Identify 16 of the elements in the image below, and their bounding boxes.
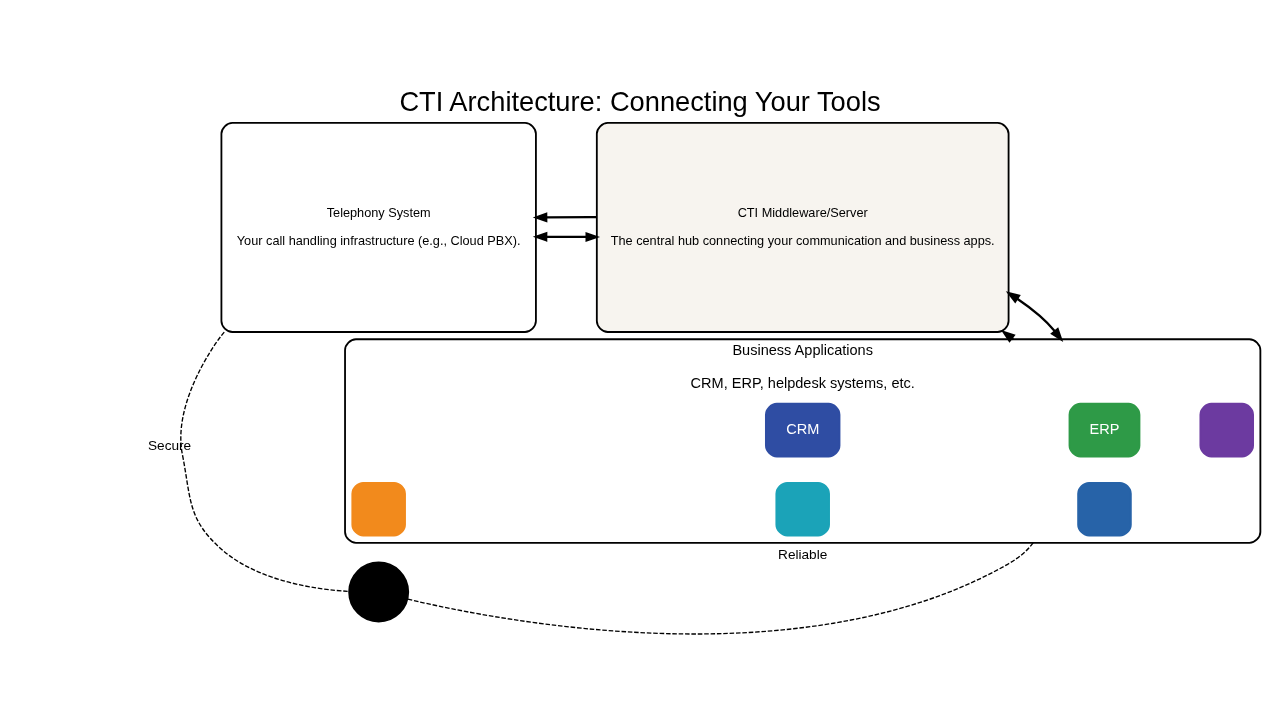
node-box [775, 481, 830, 537]
node-box: Telephony System Your call handling infrastructure (e.g., Cloud PBX). [220, 122, 537, 333]
diagram-title: CTI Architecture: Connecting Your Tools [399, 86, 881, 118]
node-circle [348, 561, 410, 623]
node-box: CRM [765, 402, 841, 458]
connector [406, 542, 1034, 635]
arrow [532, 212, 597, 223]
connector [180, 331, 350, 593]
node-box [1199, 402, 1254, 458]
arrow [532, 231, 601, 243]
node-box [1077, 481, 1132, 537]
node-box [351, 481, 406, 537]
edge-label: Secure [148, 437, 192, 453]
node-box: CTI Middleware/Server The central hub connecting your communication and business apps. [595, 122, 1010, 333]
node-box: ERP [1068, 402, 1141, 458]
edge-label: Reliable [778, 547, 828, 563]
